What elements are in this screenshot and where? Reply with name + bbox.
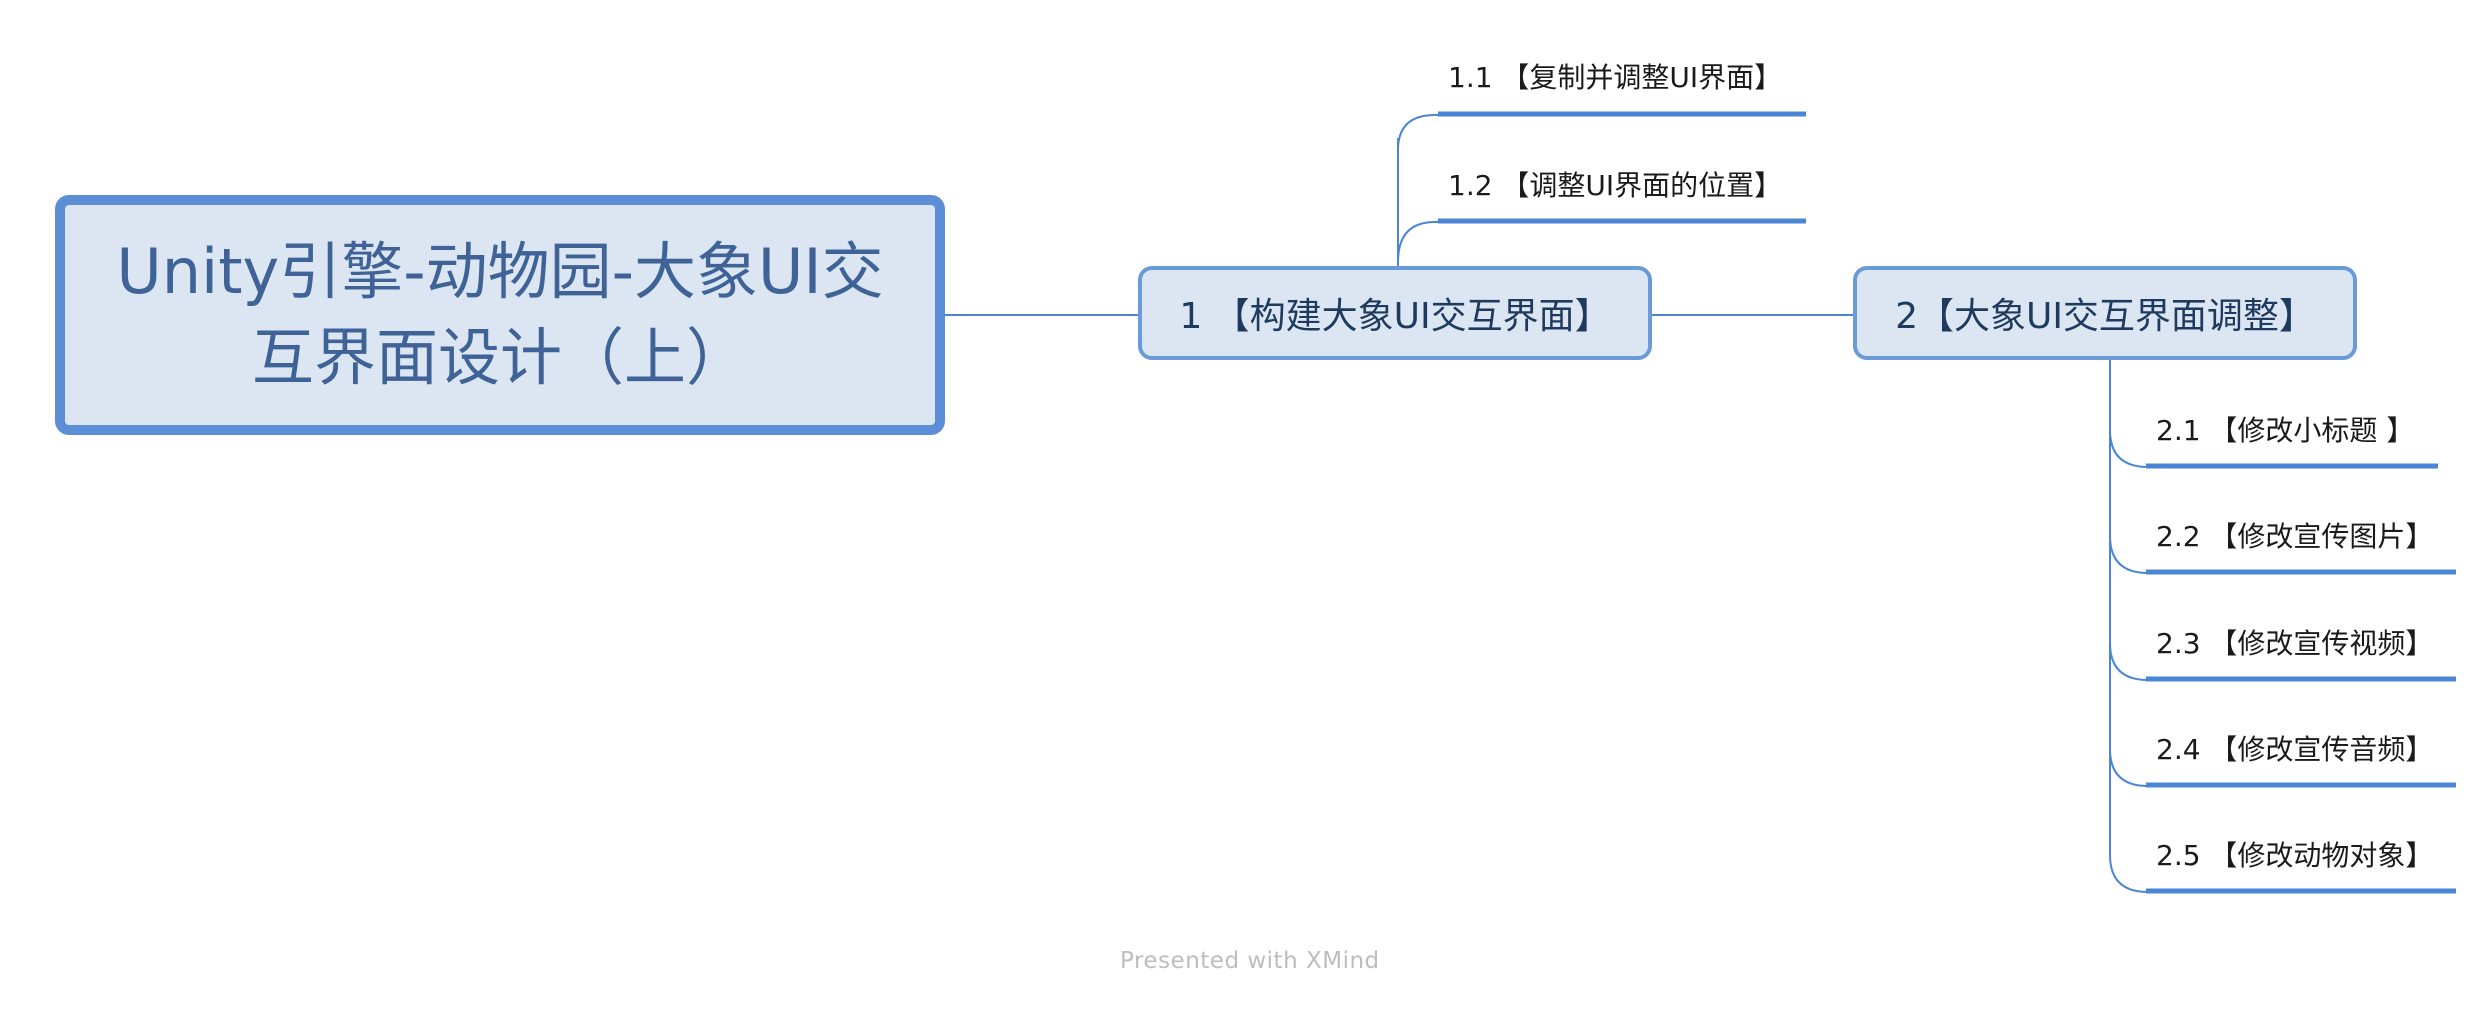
subtopic-2-1[interactable]: 2.1 【修改小标题 】 xyxy=(2156,411,2414,451)
subtopic-2-3-label: 2.3 【修改宣传视频】 xyxy=(2156,627,2434,660)
xmind-watermark: Presented with XMind xyxy=(1120,948,1380,974)
connector-sub-2-1 xyxy=(2109,429,2149,468)
subtopic-2-1-label: 2.1 【修改小标题 】 xyxy=(2156,414,2415,447)
root-topic-line-1: Unity引擎-动物园-大象UI交 xyxy=(116,235,884,308)
branch-topic-2[interactable]: 2【大象UI交互界面调整】 xyxy=(1853,266,2357,360)
branch-topic-1[interactable]: 1 【构建大象UI交互界面】 xyxy=(1138,266,1652,360)
connector-sub-1-2 xyxy=(1397,221,1440,263)
connector-sub-2-2 xyxy=(2109,535,2149,574)
subtopic-2-3[interactable]: 2.3 【修改宣传视频】 xyxy=(2156,624,2433,664)
root-topic-text: Unity引擎-动物园-大象UI交 互界面设计（上） xyxy=(116,229,883,401)
subtopic-2-4-label: 2.4 【修改宣传音频】 xyxy=(2156,733,2434,766)
connector-sub-2-3 xyxy=(2109,642,2149,681)
subtopic-1-2[interactable]: 1.2 【调整UI界面的位置】 xyxy=(1448,166,1782,206)
subtopic-1-1[interactable]: 1.1 【复制并调整UI界面】 xyxy=(1448,58,1782,98)
branch-topic-1-label: 1 【构建大象UI交互界面】 xyxy=(1179,296,1611,337)
connector-sub-2-4 xyxy=(2109,748,2149,787)
subtopic-2-2[interactable]: 2.2 【修改宣传图片】 xyxy=(2156,517,2433,557)
subtopic-1-2-label: 1.2 【调整UI界面的位置】 xyxy=(1448,169,1783,202)
root-topic-line-2: 互界面设计（上） xyxy=(251,321,748,394)
root-topic[interactable]: Unity引擎-动物园-大象UI交 互界面设计（上） xyxy=(55,195,945,435)
subtopic-2-2-label: 2.2 【修改宣传图片】 xyxy=(2156,520,2434,553)
connector-sub-2-5 xyxy=(2109,854,2149,893)
connector-sub-1-1 xyxy=(1397,114,1440,151)
subtopic-2-5-label: 2.5 【修改动物对象】 xyxy=(2156,839,2434,872)
subtopic-2-5[interactable]: 2.5 【修改动物对象】 xyxy=(2156,836,2433,876)
branch-topic-2-label: 2【大象UI交互界面调整】 xyxy=(1895,296,2315,337)
subtopic-1-1-label: 1.1 【复制并调整UI界面】 xyxy=(1448,61,1783,94)
subtopic-2-4[interactable]: 2.4 【修改宣传音频】 xyxy=(2156,730,2433,770)
